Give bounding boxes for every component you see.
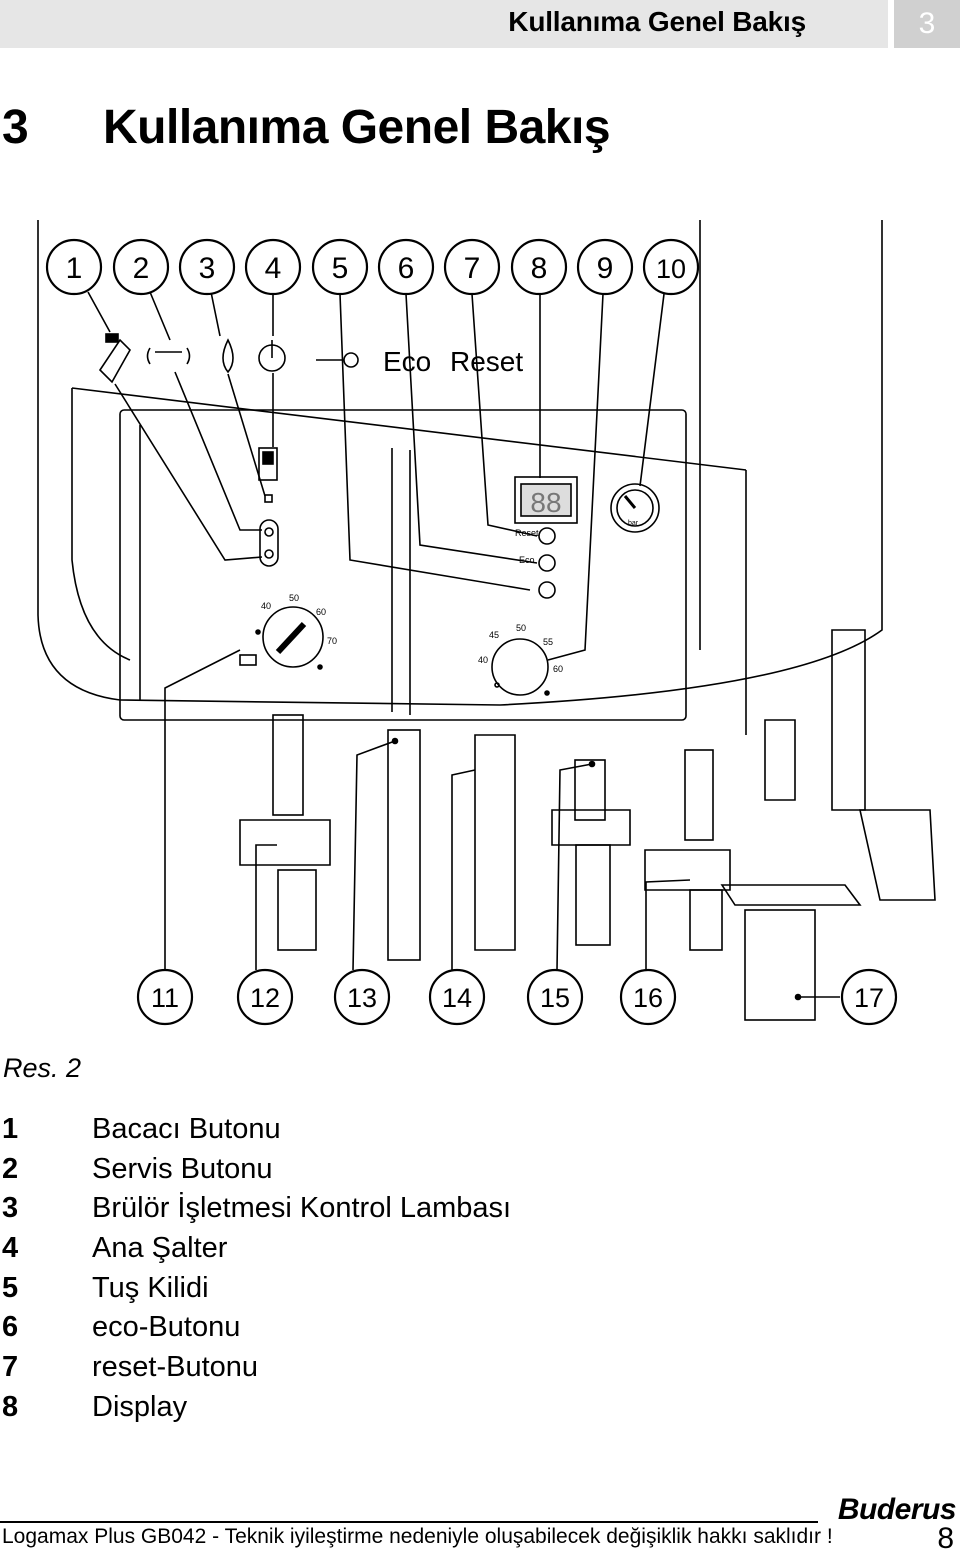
water-dial-tick: 50 <box>516 623 526 633</box>
legend-number: 3 <box>2 1192 19 1225</box>
bottom-callout-label: 17 <box>854 983 884 1013</box>
footer-divider <box>0 1521 818 1523</box>
bottom-callout-14 <box>428 968 486 1026</box>
top-callout-4 <box>244 238 302 296</box>
bottom-callout-label: 13 <box>347 983 377 1013</box>
legend-label: Bacacı Butonu <box>92 1113 281 1145</box>
top-callout-5 <box>311 238 369 296</box>
header-title: Kullanıma Genel Bakış <box>508 6 806 37</box>
footer-text: Logamax Plus GB042 - Teknik iyileştirme … <box>2 1525 833 1548</box>
figure-legend: 1 Bacacı Butonu 2 Servis Butonu 3 Brülör… <box>0 1113 700 1431</box>
chapter-heading-number: 3 <box>2 101 29 154</box>
buderus-logo: Buderus <box>837 1493 957 1526</box>
reset-symbol-label: Reset <box>450 346 523 377</box>
top-callout-label: 1 <box>66 252 83 285</box>
legend-item: 1 Bacacı Butonu <box>0 1113 700 1153</box>
digital-display: 88 <box>530 487 561 518</box>
panel-eco-label: Eco <box>519 555 535 565</box>
top-callout-1 <box>45 238 103 296</box>
bottom-callout-11 <box>136 968 194 1026</box>
legend-number: 4 <box>2 1232 19 1265</box>
header-bar: Kullanıma Genel Bakış <box>0 0 888 48</box>
bottom-callout-group <box>136 968 898 1026</box>
legend-item: 7 reset-Butonu <box>0 1351 700 1391</box>
top-callout-6 <box>377 238 435 296</box>
heating-dial-tick: 70 <box>327 636 337 646</box>
top-callout-2 <box>112 238 170 296</box>
bottom-callout-13 <box>333 968 391 1026</box>
top-callout-label: 8 <box>531 252 548 285</box>
top-callout-7 <box>443 238 501 296</box>
legend-label: Brülör İşletmesi Kontrol Lambası <box>92 1192 512 1225</box>
heating-dial-tick: 60 <box>316 607 326 617</box>
bottom-callout-label: 14 <box>442 983 472 1013</box>
legend-number: 1 <box>2 1113 19 1145</box>
legend-label: Servis Butonu <box>92 1152 273 1185</box>
legend-label: Display <box>92 1390 188 1423</box>
top-callout-label: 10 <box>656 254 686 284</box>
water-dial-tick: 60 <box>553 664 563 674</box>
legend-number: 6 <box>2 1311 19 1344</box>
top-callout-group <box>45 238 700 296</box>
figure-caption: Res. 2 <box>3 1053 82 1083</box>
top-callout-label: 2 <box>133 252 150 285</box>
legend-label: Ana Şalter <box>92 1232 228 1265</box>
top-callout-label: 4 <box>265 252 282 285</box>
legend-item: 4 Ana Şalter <box>0 1232 700 1272</box>
bottom-callout-label: 11 <box>151 983 179 1013</box>
water-dial-tick: 45 <box>489 630 499 640</box>
top-callout-8 <box>510 238 568 296</box>
legend-label: eco-Butonu <box>92 1311 241 1344</box>
top-callout-10 <box>642 238 700 296</box>
legend-item: 3 Brülör İşletmesi Kontrol Lambası <box>0 1192 700 1232</box>
top-callout-label: 7 <box>464 252 481 285</box>
top-callout-label: 9 <box>597 252 614 285</box>
eco-symbol-label: Eco <box>383 346 431 377</box>
bottom-callout-15 <box>526 968 584 1026</box>
page-number: 8 <box>937 1522 954 1555</box>
heating-dial-tick: 40 <box>261 601 271 611</box>
bottom-callout-17 <box>840 968 898 1026</box>
chapter-heading-text: Kullanıma Genel Bakış <box>103 101 611 154</box>
gauge-unit-label: bar <box>628 520 639 527</box>
legend-number: 2 <box>2 1152 19 1185</box>
top-callout-label: 5 <box>332 252 349 285</box>
legend-item: 2 Servis Butonu <box>0 1153 700 1193</box>
legend-item: 6 eco-Butonu <box>0 1311 700 1351</box>
water-dial-tick: 55 <box>543 637 553 647</box>
boiler-illustration: 1 2 3 4 5 6 7 8 9 10 Eco Reset Reset Eco… <box>37 220 936 1026</box>
panel-reset-label: Reset <box>515 528 539 538</box>
legend-number: 7 <box>2 1351 19 1384</box>
top-callout-9 <box>576 238 634 296</box>
bottom-callout-label: 15 <box>540 983 570 1013</box>
bottom-callout-label: 12 <box>250 983 280 1013</box>
bottom-callout-label: 16 <box>633 983 663 1013</box>
top-callout-label: 3 <box>199 252 216 285</box>
bottom-callout-12 <box>236 968 294 1026</box>
boiler-control-panel-figure: 1 2 3 4 5 6 7 8 9 10 Eco Reset Reset Eco… <box>0 205 960 1045</box>
header-chapter-number: 3 <box>894 0 960 48</box>
legend-label: Tuş Kilidi <box>92 1271 209 1304</box>
heating-dial-tick: 50 <box>289 593 299 603</box>
legend-item: 8 Display <box>0 1391 700 1431</box>
legend-item: 5 Tuş Kilidi <box>0 1272 700 1312</box>
bottom-callout-16 <box>619 968 677 1026</box>
legend-label: reset-Butonu <box>92 1351 259 1384</box>
top-callout-3 <box>178 238 236 296</box>
legend-number: 8 <box>2 1390 19 1423</box>
top-callout-label: 6 <box>398 252 415 285</box>
water-dial-tick: 40 <box>478 655 488 665</box>
legend-number: 5 <box>2 1271 19 1304</box>
